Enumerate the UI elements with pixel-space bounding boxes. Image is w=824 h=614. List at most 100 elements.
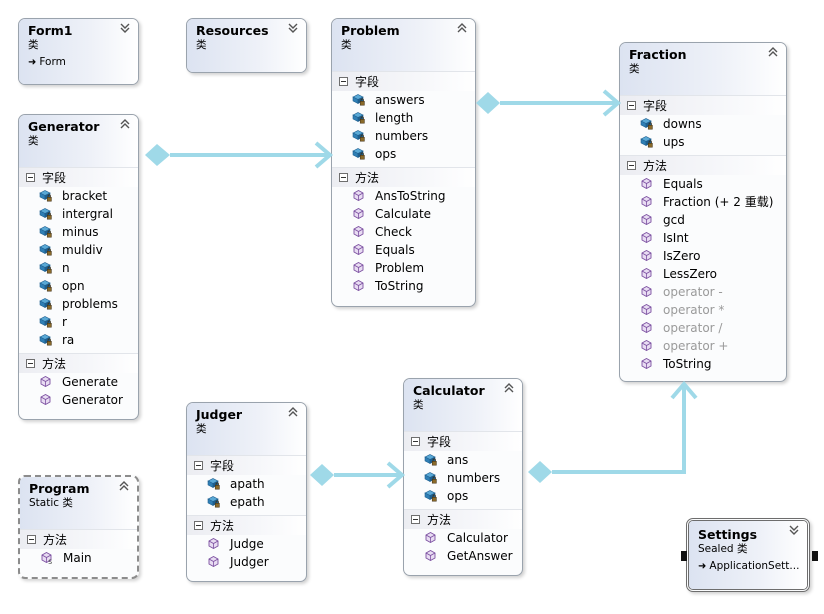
field-item[interactable]: answers bbox=[332, 91, 475, 109]
fields-compartment[interactable]: 字段 bbox=[404, 431, 522, 451]
collapse-box-icon[interactable] bbox=[339, 77, 348, 86]
collapse-box-icon[interactable] bbox=[26, 173, 35, 182]
method-item[interactable]: Generate bbox=[19, 373, 138, 391]
methods-compartment[interactable]: 方法 bbox=[20, 529, 137, 549]
field-item[interactable]: n bbox=[19, 259, 138, 277]
field-item[interactable]: ans bbox=[404, 451, 522, 469]
field-item[interactable]: intergral bbox=[19, 205, 138, 223]
method-item[interactable]: operator + bbox=[620, 337, 786, 355]
method-item[interactable]: Equals bbox=[620, 175, 786, 193]
methods-compartment[interactable]: 方法 bbox=[332, 167, 475, 187]
collapse-chevron-icon[interactable] bbox=[456, 22, 468, 34]
method-item[interactable]: IsZero bbox=[620, 247, 786, 265]
method-item[interactable]: Problem bbox=[332, 259, 475, 277]
method-icon bbox=[640, 357, 653, 370]
expand-chevron-icon[interactable] bbox=[287, 22, 299, 34]
collapse-box-icon[interactable] bbox=[27, 535, 36, 544]
member-name: operator * bbox=[663, 303, 725, 317]
member-name: apath bbox=[230, 477, 265, 491]
field-item[interactable]: downs bbox=[620, 115, 786, 133]
collapse-chevron-icon[interactable] bbox=[287, 406, 299, 418]
field-item[interactable]: ops bbox=[332, 145, 475, 163]
methods-compartment[interactable]: 方法 bbox=[404, 509, 522, 529]
method-item[interactable]: Generator bbox=[19, 391, 138, 409]
method-item[interactable]: operator * bbox=[620, 301, 786, 319]
field-item[interactable]: numbers bbox=[404, 469, 522, 487]
collapse-chevron-icon[interactable] bbox=[503, 382, 515, 394]
collapse-box-icon[interactable] bbox=[411, 515, 420, 524]
collapse-chevron-icon[interactable] bbox=[119, 118, 131, 130]
field-item[interactable]: length bbox=[332, 109, 475, 127]
field-item[interactable]: muldiv bbox=[19, 241, 138, 259]
expand-chevron-icon[interactable] bbox=[119, 22, 131, 34]
member-name: ra bbox=[62, 333, 75, 347]
method-item[interactable]: operator / bbox=[620, 319, 786, 337]
field-item[interactable]: opn bbox=[19, 277, 138, 295]
fields-compartment[interactable]: 字段 bbox=[332, 71, 475, 91]
class-form1[interactable]: Form1 类 ➜Form bbox=[18, 18, 139, 85]
methods-compartment[interactable]: 方法 bbox=[620, 155, 786, 175]
collapse-box-icon[interactable] bbox=[411, 437, 420, 446]
association-problem-fraction[interactable] bbox=[476, 89, 622, 117]
member-name: epath bbox=[230, 495, 265, 509]
field-item[interactable]: ra bbox=[19, 331, 138, 349]
collapse-chevron-icon[interactable] bbox=[767, 46, 779, 58]
collapse-chevron-icon[interactable] bbox=[118, 480, 130, 492]
method-item[interactable]: Check bbox=[332, 223, 475, 241]
compartment-label: 方法 bbox=[210, 519, 235, 533]
association-calculator-fraction[interactable] bbox=[528, 380, 698, 483]
method-item[interactable]: operator - bbox=[620, 283, 786, 301]
field-item[interactable]: numbers bbox=[332, 127, 475, 145]
field-item[interactable]: ops bbox=[404, 487, 522, 505]
expand-chevron-icon[interactable] bbox=[788, 524, 800, 536]
method-item[interactable]: Judge bbox=[187, 535, 306, 553]
methods-compartment[interactable]: 方法 bbox=[19, 353, 138, 373]
method-item[interactable]: ToString bbox=[620, 355, 786, 373]
field-item[interactable]: apath bbox=[187, 475, 306, 493]
field-item[interactable]: epath bbox=[187, 493, 306, 511]
collapse-box-icon[interactable] bbox=[627, 161, 636, 170]
class-resources[interactable]: Resources 类 bbox=[186, 18, 307, 73]
field-item[interactable]: problems bbox=[19, 295, 138, 313]
resize-handle-right[interactable] bbox=[812, 551, 818, 561]
method-item[interactable]: gcd bbox=[620, 211, 786, 229]
method-item[interactable]: Fraction (+ 2 重载) bbox=[620, 193, 786, 211]
member-name: operator / bbox=[663, 321, 723, 335]
collapse-box-icon[interactable] bbox=[194, 461, 203, 470]
method-item[interactable]: AnsToString bbox=[332, 187, 475, 205]
method-item[interactable]: LessZero bbox=[620, 265, 786, 283]
fields-compartment[interactable]: 字段 bbox=[620, 95, 786, 115]
class-settings[interactable]: Settings Sealed 类 ➜ApplicationSett... bbox=[686, 518, 810, 592]
collapse-box-icon[interactable] bbox=[194, 521, 203, 530]
method-item[interactable]: Calculate bbox=[332, 205, 475, 223]
field-item[interactable]: bracket bbox=[19, 187, 138, 205]
resize-handle-left[interactable] bbox=[681, 551, 687, 561]
association-judger-calculator[interactable] bbox=[310, 461, 406, 489]
collapse-box-icon[interactable] bbox=[26, 359, 35, 368]
association-generator-problem[interactable] bbox=[145, 141, 334, 169]
field-item[interactable]: ups bbox=[620, 133, 786, 151]
method-item[interactable]: Judger bbox=[187, 553, 306, 571]
method-item[interactable]: GetAnswer bbox=[404, 547, 522, 565]
method-item[interactable]: Calculator bbox=[404, 529, 522, 547]
fields-compartment[interactable]: 字段 bbox=[187, 455, 306, 475]
method-icon bbox=[640, 213, 653, 226]
compartment-label: 方法 bbox=[355, 171, 380, 185]
method-item[interactable]: Equals bbox=[332, 241, 475, 259]
method-item[interactable]: ToString bbox=[332, 277, 475, 295]
field-item[interactable]: minus bbox=[19, 223, 138, 241]
fields-compartment[interactable]: 字段 bbox=[19, 167, 138, 187]
collapse-box-icon[interactable] bbox=[627, 101, 636, 110]
field-item[interactable]: r bbox=[19, 313, 138, 331]
methods-compartment[interactable]: 方法 bbox=[187, 515, 306, 535]
method-item[interactable]: IsInt bbox=[620, 229, 786, 247]
collapse-box-icon[interactable] bbox=[339, 173, 348, 182]
